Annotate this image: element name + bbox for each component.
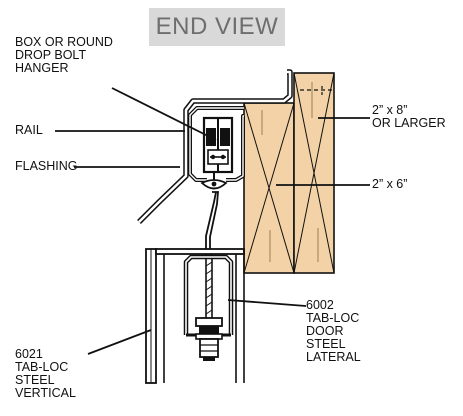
hanger-trolley [202,116,234,174]
rail-channel [188,106,245,182]
label-vertical: 6021 TAB-LOC STEEL VERTICAL [15,347,76,400]
label-hanger: BOX OR ROUND DROP BOLT HANGER [15,35,113,75]
diagram-title: END VIEW [155,13,279,40]
leader-lateral [227,299,307,307]
nut-assembly [195,333,223,361]
label-rail: RAIL [15,123,43,137]
drop-bolt [205,191,219,333]
leader-vertical [87,329,152,355]
wood-2x8 [293,72,335,274]
label-2x6: 2” x 6” [372,177,408,191]
label-flashing: FLASHING [15,159,78,173]
wood-2x6 [243,102,295,274]
swivel-joint [200,172,228,190]
leader-hanger [111,87,217,141]
steel-vertical [145,248,245,384]
title-box: END VIEW [149,8,285,46]
label-2x8: 2” x 8” OR LARGER [372,103,446,130]
label-door-lateral: 6002 TAB-LOC DOOR STEEL LATERAL [306,298,361,364]
leader-lines [55,87,370,355]
